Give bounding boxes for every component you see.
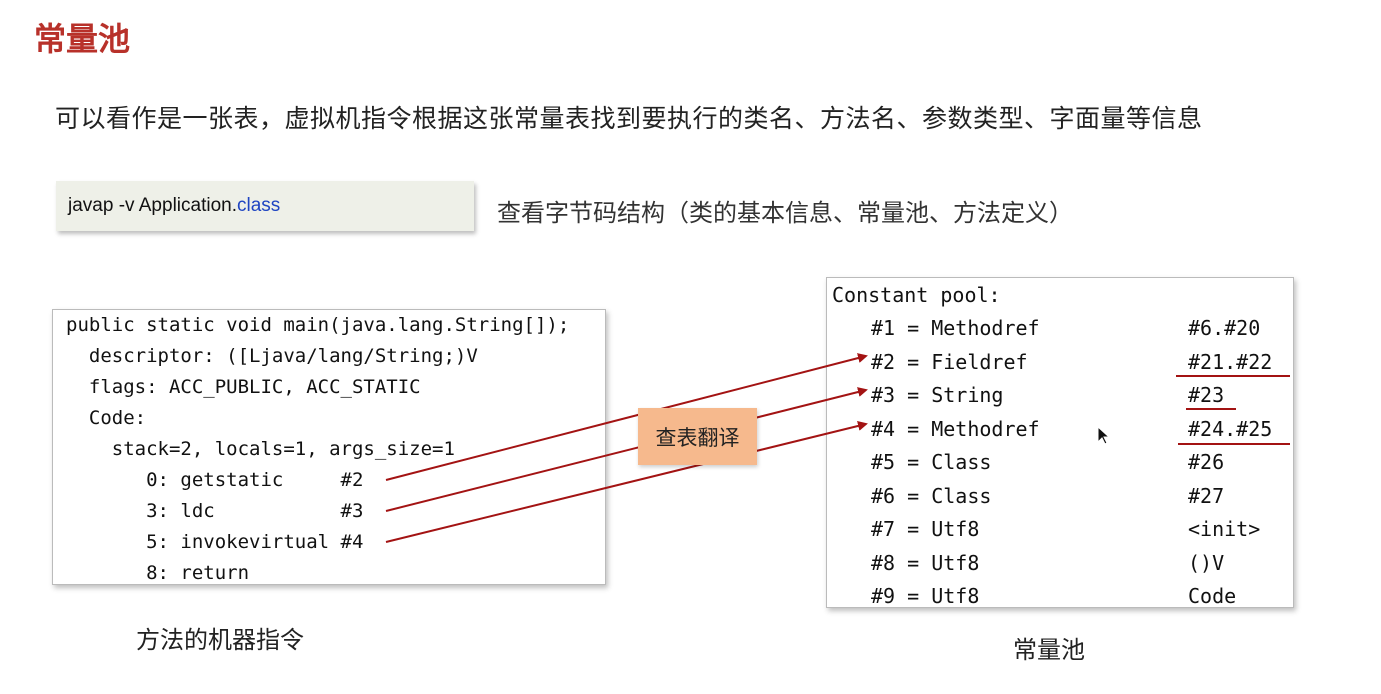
pool-entry-index: #6 = Class xyxy=(871,484,992,508)
command-keyword: class xyxy=(237,195,281,216)
constant-pool-box: Constant pool: #1 = Methodref #6.#20 #2 … xyxy=(826,277,1294,608)
command-note: 查看字节码结构（类的基本信息、常量池、方法定义） xyxy=(497,199,1073,227)
pool-entry-index: #2 = Fieldref xyxy=(871,350,1028,374)
method-caption: 方法的机器指令 xyxy=(136,626,304,654)
pool-entry-value: Code xyxy=(1188,584,1237,608)
pool-entry-value: #6.#20 xyxy=(1188,316,1261,340)
bytecode-line: public static void main(java.lang.String… xyxy=(66,314,570,336)
bytecode-line: 5: invokevirtual #4 xyxy=(66,531,364,553)
pool-entry-value: #26 xyxy=(1188,450,1225,474)
pool-entry-index: #8 = Utf8 xyxy=(871,551,980,575)
bytecode-line: descriptor: ([Ljava/lang/String;)V xyxy=(66,345,478,367)
constant-pool-header: Constant pool: xyxy=(832,283,1001,307)
command-box: javap -v Application.class xyxy=(56,181,474,231)
pool-entry-index: #5 = Class xyxy=(871,450,992,474)
pool-entry-value: #21.#22 xyxy=(1188,350,1273,374)
pool-entry-value: ()V xyxy=(1188,551,1225,575)
pool-entry-value: #27 xyxy=(1188,484,1225,508)
bytecode-line: stack=2, locals=1, args_size=1 xyxy=(66,438,455,460)
pool-entry-index: #7 = Utf8 xyxy=(871,517,980,541)
command-text: javap -v Application. xyxy=(68,195,237,216)
lookup-label: 查表翻译 xyxy=(638,408,757,465)
pool-entry-index: #4 = Methodref xyxy=(871,417,1040,441)
bytecode-line: Code: xyxy=(66,407,147,429)
pool-entry-index: #9 = Utf8 xyxy=(871,584,980,608)
bytecode-line: 0: getstatic #2 xyxy=(66,469,364,491)
slide-description: 可以看作是一张表，虚拟机指令根据这张常量表找到要执行的类名、方法名、参数类型、字… xyxy=(55,104,1203,133)
bytecode-line: flags: ACC_PUBLIC, ACC_STATIC xyxy=(66,376,421,398)
pool-entry-index: #1 = Methodref xyxy=(871,316,1040,340)
cursor-icon xyxy=(1097,426,1111,445)
pool-entry-value: #24.#25 xyxy=(1188,417,1273,441)
slide-title: 常量池 xyxy=(34,20,131,58)
pool-entry-value: <init> xyxy=(1188,517,1261,541)
bytecode-box: public static void main(java.lang.String… xyxy=(52,309,606,585)
bytecode-line: 3: ldc #3 xyxy=(66,500,364,522)
pool-entry-index: #3 = String xyxy=(871,383,1004,407)
pool-entry-value: #23 xyxy=(1188,383,1225,407)
bytecode-line: 8: return xyxy=(66,562,250,584)
pool-caption: 常量池 xyxy=(1013,636,1085,664)
